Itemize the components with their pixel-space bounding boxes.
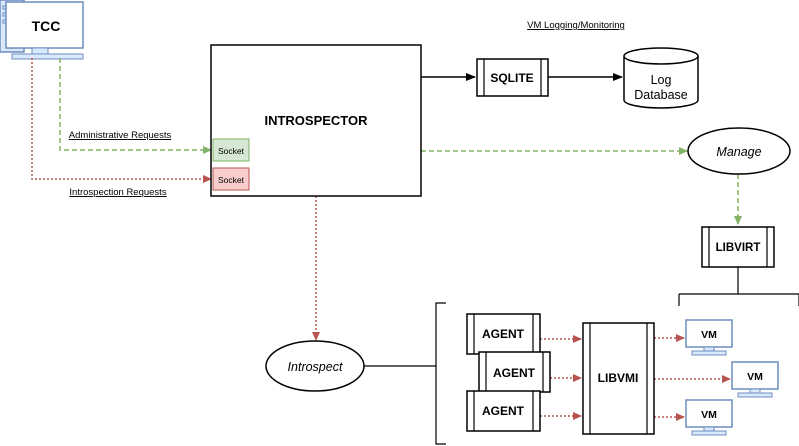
libvirt-bracket	[678, 267, 799, 306]
agent-node-3: AGENT	[466, 390, 541, 432]
introspect-ellipse	[265, 340, 365, 392]
admin-socket-box	[212, 138, 250, 162]
introspection-requests-label: Introspection Requests	[69, 187, 166, 198]
admin-socket-label: Socket	[218, 146, 245, 156]
tcc-monitor	[5, 1, 84, 49]
log-db-label-line1: Log	[651, 73, 672, 87]
log-database-cylinder: Log Database	[623, 47, 699, 109]
tcc-computer-icon: TCC	[0, 0, 84, 60]
libvirt-node: LIBVIRT	[701, 226, 775, 268]
vm-computer-icon-1: VM	[685, 319, 733, 356]
libvmi-node: LIBVMI	[582, 322, 655, 435]
agent-3-label: AGENT	[482, 404, 525, 418]
libvmi-label: LIBVMI	[598, 371, 639, 385]
vm-3-label: VM	[701, 409, 717, 421]
agent-node-2: AGENT	[478, 351, 551, 393]
manage-ellipse	[687, 127, 791, 175]
introspect-socket-label: Socket	[218, 175, 245, 185]
log-db-label-line2: Database	[634, 88, 688, 102]
vm-2-label: VM	[747, 371, 763, 383]
agent-1-label: AGENT	[482, 327, 525, 341]
introspect-label: Introspect	[288, 360, 343, 374]
vm-computer-icon-3: VM	[685, 399, 733, 436]
tcc-label: TCC	[32, 18, 61, 34]
sqlite-node: SQLITE	[476, 58, 549, 97]
agent-2-label: AGENT	[493, 366, 536, 380]
introspector-label: INTROSPECTOR	[264, 113, 368, 128]
agent-node-1: AGENT	[466, 313, 541, 355]
vm-1-label: VM	[701, 329, 717, 341]
vm-logging-label: VM Logging/Monitoring	[527, 20, 625, 31]
admin-requests-edge	[59, 58, 212, 154]
introspection-requests-edge	[31, 58, 212, 183]
libvirt-label: LIBVIRT	[716, 242, 761, 254]
vm-computer-icon-2: VM	[731, 361, 779, 398]
manage-label: Manage	[716, 145, 761, 159]
introspect-socket-box	[212, 167, 250, 191]
sqlite-label: SQLITE	[490, 71, 533, 85]
agents-group-bracket	[435, 302, 446, 445]
admin-requests-label: Administrative Requests	[69, 130, 172, 141]
